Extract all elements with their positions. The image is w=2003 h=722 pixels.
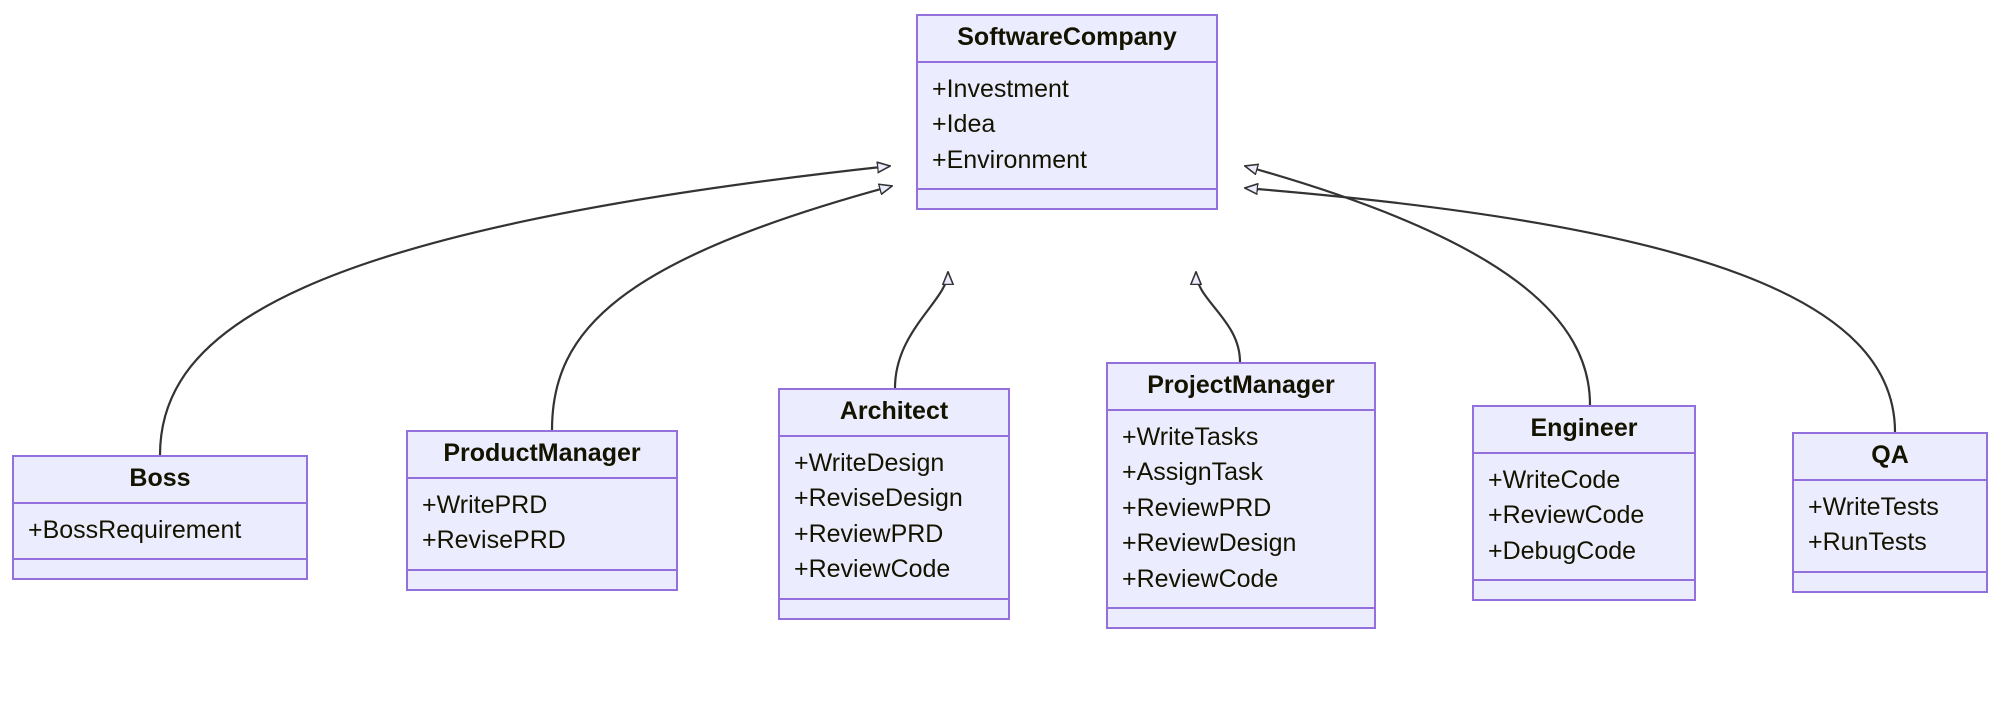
- class-box-engineer[interactable]: Engineer +WriteCode +ReviewCode +DebugCo…: [1472, 405, 1696, 601]
- class-methods-architect: [780, 600, 1008, 618]
- edge-architect-to-softwarecompany: [893, 272, 948, 389]
- edge-projectmanager-to-softwarecompany: [1196, 272, 1242, 363]
- class-attribute: +Environment: [932, 145, 1087, 174]
- class-methods-qa: [1794, 573, 1986, 591]
- class-attribute: +Investment: [932, 74, 1069, 103]
- class-title-boss: Boss: [14, 457, 306, 504]
- class-attribute: +ReviseDesign: [794, 484, 963, 512]
- class-methods-product-manager: [408, 571, 676, 589]
- class-attributes-architect: +WriteDesign +ReviseDesign +ReviewPRD +R…: [780, 437, 1008, 600]
- class-box-boss[interactable]: Boss +BossRequirement: [12, 455, 308, 580]
- class-title-qa: QA: [1794, 434, 1986, 481]
- class-methods-engineer: [1474, 581, 1694, 599]
- class-attribute: +WriteCode: [1488, 465, 1621, 494]
- class-box-product-manager[interactable]: ProductManager +WritePRD +RevisePRD: [406, 430, 678, 591]
- class-attribute: +ReviewCode: [1122, 564, 1279, 593]
- class-attributes-product-manager: +WritePRD +RevisePRD: [408, 479, 676, 571]
- class-title-engineer: Engineer: [1474, 407, 1694, 454]
- class-title-software-company: SoftwareCompany: [918, 16, 1216, 63]
- class-box-qa[interactable]: QA +WriteTests +RunTests: [1792, 432, 1988, 593]
- class-attribute: +ReviewCode: [794, 555, 951, 583]
- class-attribute: +BossRequirement: [28, 515, 242, 544]
- class-attributes-boss: +BossRequirement: [14, 504, 306, 560]
- class-methods-project-manager: [1108, 609, 1374, 627]
- class-attribute: +ReviewPRD: [794, 519, 944, 548]
- class-attribute: +WriteTasks: [1122, 422, 1259, 451]
- class-box-project-manager[interactable]: ProjectManager +WriteTasks +AssignTask +…: [1106, 362, 1376, 629]
- class-attributes-software-company: +Investment +Idea +Environment: [918, 63, 1216, 190]
- class-attribute: +DebugCode: [1488, 536, 1637, 565]
- class-attribute: +WriteDesign: [794, 448, 945, 477]
- class-methods-software-company: [918, 190, 1216, 208]
- class-attribute: +RevisePRD: [422, 526, 566, 554]
- class-attributes-project-manager: +WriteTasks +AssignTask +ReviewPRD +Revi…: [1108, 411, 1374, 609]
- class-box-software-company[interactable]: SoftwareCompany +Investment +Idea +Envir…: [916, 14, 1218, 210]
- class-attribute: +ReviewCode: [1488, 501, 1645, 529]
- class-attribute: +Idea: [932, 110, 996, 138]
- class-attributes-qa: +WriteTests +RunTests: [1794, 481, 1986, 573]
- class-box-architect[interactable]: Architect +WriteDesign +ReviseDesign +Re…: [778, 388, 1010, 620]
- class-attribute: +AssignTask: [1122, 458, 1264, 486]
- class-attributes-engineer: +WriteCode +ReviewCode +DebugCode: [1474, 454, 1694, 581]
- class-title-project-manager: ProjectManager: [1108, 364, 1374, 411]
- class-title-product-manager: ProductManager: [408, 432, 676, 479]
- class-attribute: +ReviewDesign: [1122, 529, 1297, 557]
- class-attribute: +RunTests: [1808, 528, 1927, 556]
- class-attribute: +WriteTests: [1808, 492, 1939, 521]
- class-methods-boss: [14, 560, 306, 578]
- class-title-architect: Architect: [780, 390, 1008, 437]
- class-attribute: +ReviewPRD: [1122, 493, 1272, 522]
- class-attribute: +WritePRD: [422, 490, 548, 519]
